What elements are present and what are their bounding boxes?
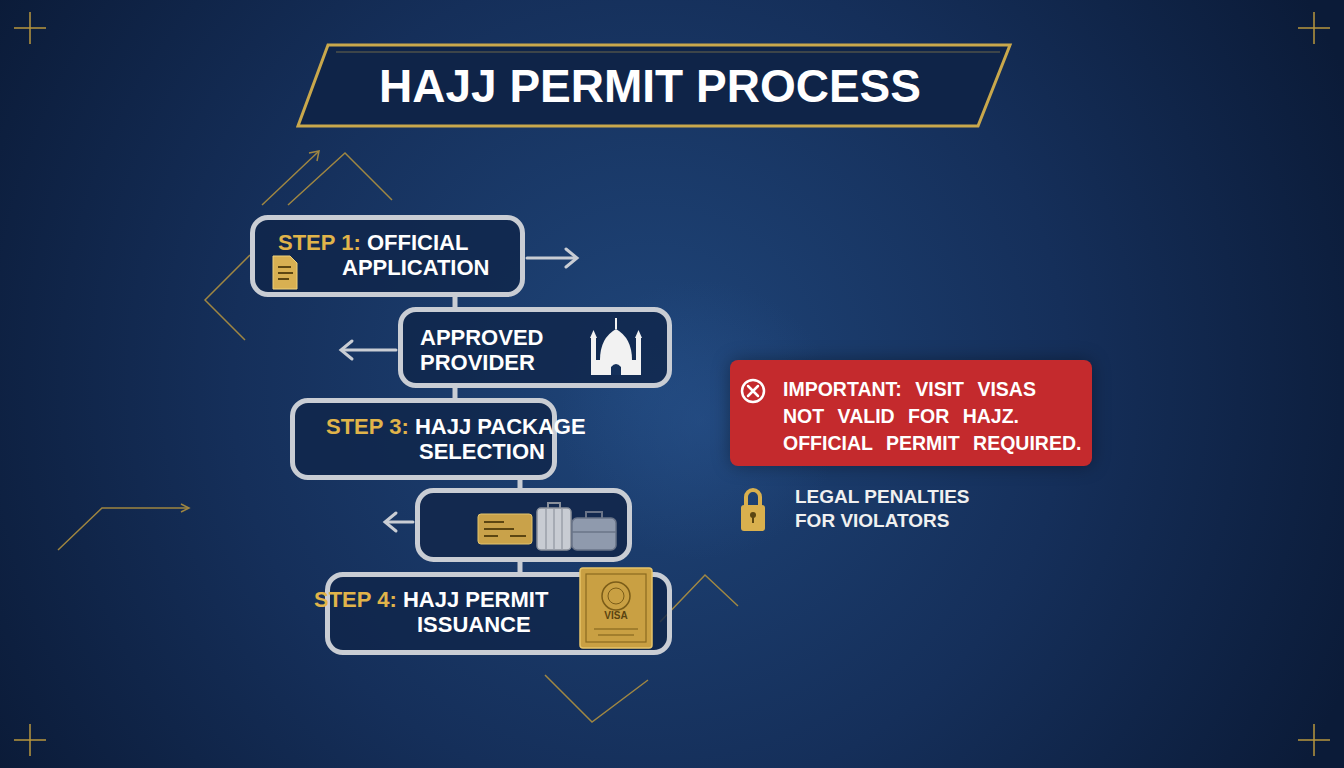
suitcase-handle [586,512,602,518]
decor-line [262,152,318,205]
mosque-minaret-top [590,330,597,338]
step-label: STEP 3: [326,414,409,439]
mosque-door [611,364,621,375]
suitcase-ridges [546,508,562,550]
banner-shape [298,45,1010,126]
mosque-minaret [591,338,596,375]
decor-line [58,508,188,550]
lock-keyhole [750,512,756,518]
note-label: LEGAL PENALTIES FOR VIOLATORS [795,485,985,533]
connector-line [453,297,458,307]
side-arrow-head [341,341,352,359]
corner-cross [1298,12,1330,44]
visa-stamp [580,568,652,648]
box-text: APPROVED PROVIDER [420,325,560,375]
box-text: IMPORTANT: VISIT VISAS NOT VALID FOR HAJ… [783,376,1087,457]
mosque-minaret-top [635,330,642,338]
lock-keyhole [752,516,754,523]
stamp-border [586,574,646,642]
mosque-minaret [636,338,641,375]
stamp-lines [594,629,638,635]
decor-lines [58,151,738,722]
process-box: APPROVED PROVIDER [398,307,672,388]
document-icon [273,256,297,289]
luggage-box [418,491,630,560]
corner-cross [14,724,46,756]
step-text: IMPORTANT: VISIT VISAS NOT VALID FOR HAJ… [783,378,1081,454]
banner-accent [336,52,1000,53]
mosque-dome [600,329,632,360]
side-arrow [342,349,396,352]
connector-line [453,388,458,398]
alert-cross [748,386,758,396]
warning-box: IMPORTANT: VISIT VISAS NOT VALID FOR HAJ… [730,360,1092,466]
diagram-title: HAJJ PERMIT PROCESS [300,60,1000,112]
box-text: STEP 4:HAJJ PERMIT ISSUANCE [314,587,564,637]
corner-cross [14,12,46,44]
stamp-card [580,568,652,648]
document-lines [278,267,293,279]
decor-arrowhead [181,504,189,512]
mosque-icon [590,318,642,375]
process-box: STEP 3:HAJJ PACKAGE SELECTION [290,398,557,480]
suitcase-handle [548,503,560,508]
title-banner [298,45,1010,126]
step-text: APPROVED PROVIDER [420,325,543,375]
decor-arrowhead [309,151,319,161]
decor-line [288,153,392,205]
stamp-label: VISA [596,610,636,622]
process-box: STEP 1:OFFICIAL APPLICATION [250,215,525,297]
alert-circle [742,380,764,402]
suitcase-band [572,531,616,533]
alert-icon [742,380,764,402]
step-label: STEP 4: [314,587,397,612]
ticket-lines [484,522,526,536]
step-text: HAJJ PERMIT ISSUANCE [403,587,548,637]
luggage-box-outline [418,491,630,560]
ticket-icon [478,514,532,544]
corner-marks [14,12,1330,756]
box-text: STEP 1:OFFICIAL APPLICATION [278,230,508,280]
stamp-seal [608,588,624,604]
document-sheet [273,256,297,289]
lock-shackle [746,490,760,506]
suitcase-icon [572,518,616,550]
step-text: HAJJ PACKAGE SELECTION [415,414,586,464]
side-arrow [386,521,413,524]
mosque-finial [615,318,617,329]
lock-body [741,505,765,531]
side-arrow [527,257,576,260]
lock-icon [741,490,765,531]
corner-cross [1298,724,1330,756]
decor-line [205,255,250,340]
step-label: STEP 1: [278,230,361,255]
step-text: OFFICIAL APPLICATION [342,230,489,280]
side-arrow-head [566,249,577,267]
stamp-seal [602,582,630,610]
suitcase-icon [537,508,571,550]
decor-line [545,675,648,722]
mosque-base [596,360,636,375]
box-text: STEP 3:HAJJ PACKAGE SELECTION [326,414,601,464]
side-arrow-head [385,513,396,531]
